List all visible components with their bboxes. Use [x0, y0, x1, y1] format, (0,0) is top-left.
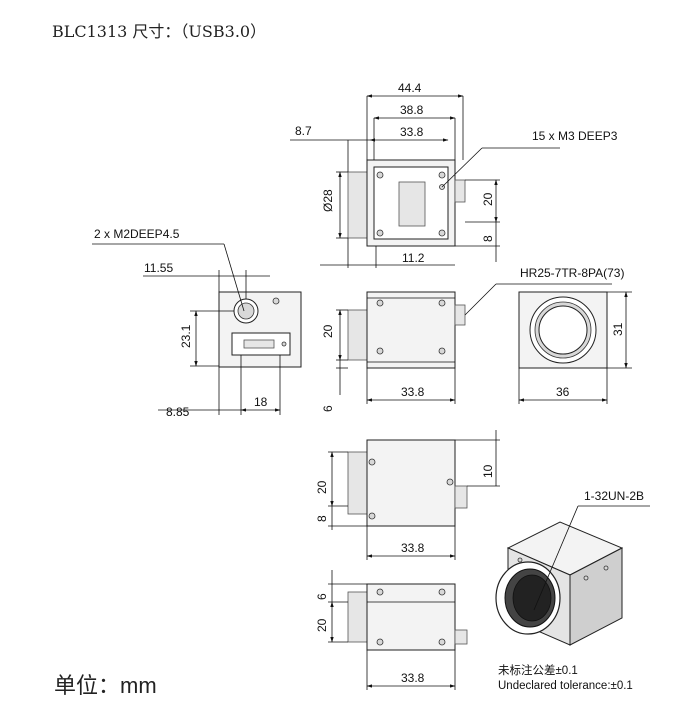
dim-11-55: 11.55: [144, 261, 173, 275]
unit-label: 单位：mm: [54, 673, 157, 698]
dim-6-under: 6: [315, 593, 329, 600]
dim-20-top: 20: [481, 192, 495, 206]
dim-8-85: 8.85: [166, 405, 190, 419]
dim-6-side: 6: [321, 405, 335, 412]
dim-33-8-top: 33.8: [400, 125, 424, 139]
rear-view: 11.55 23.1 8.85 18 2 x M2DEEP4.5: [92, 227, 302, 419]
dim-23-1: 23.1: [179, 324, 193, 348]
callout-hr25: HR25-7TR-8PA(73): [520, 266, 624, 280]
dim-36: 36: [556, 385, 570, 399]
top-view: 44.4 38.8 33.8 8.7 Ø28 20 8 11.2: [290, 81, 618, 268]
dim-20-bottom: 20: [315, 480, 329, 494]
dim-8-bottom: 8: [315, 515, 329, 522]
dim-33-8-bottom: 33.8: [401, 541, 425, 555]
front-view: 31 36: [518, 291, 632, 404]
dim-33-8-side: 33.8: [401, 385, 425, 399]
under-view: 6 20 33.8: [315, 570, 468, 690]
tolerance-cn: 未标注公差±0.1: [498, 665, 578, 677]
bottom-view: 20 8 10 33.8: [315, 430, 500, 560]
dim-33-8-under: 33.8: [401, 671, 425, 685]
dim-18: 18: [254, 395, 268, 409]
callout-m2: 2 x M2DEEP4.5: [94, 227, 180, 241]
dim-44-4: 44.4: [398, 81, 422, 95]
dim-11-2: 11.2: [402, 251, 425, 265]
dim-10: 10: [481, 464, 495, 478]
dim-38-8: 38.8: [400, 103, 424, 117]
dim-8-7: 8.7: [295, 124, 312, 138]
dim-20-under: 20: [315, 618, 329, 632]
dim-20-side: 20: [321, 324, 335, 338]
tolerance-en: Undeclared tolerance:±0.1: [498, 680, 633, 692]
side-view: 20 6 33.8 HR25-7TR-8PA(73): [321, 266, 624, 412]
dim-31: 31: [611, 322, 625, 336]
dim-8-top: 8: [481, 235, 495, 242]
page-title: BLC1313 尺寸：（USB3.0）: [52, 22, 267, 41]
callout-m3: 15 x M3 DEEP3: [532, 129, 618, 143]
isometric-view: 1-32UN-2B: [495, 489, 650, 646]
callout-thread: 1-32UN-2B: [584, 489, 644, 503]
dim-dia-28: Ø28: [321, 189, 335, 212]
